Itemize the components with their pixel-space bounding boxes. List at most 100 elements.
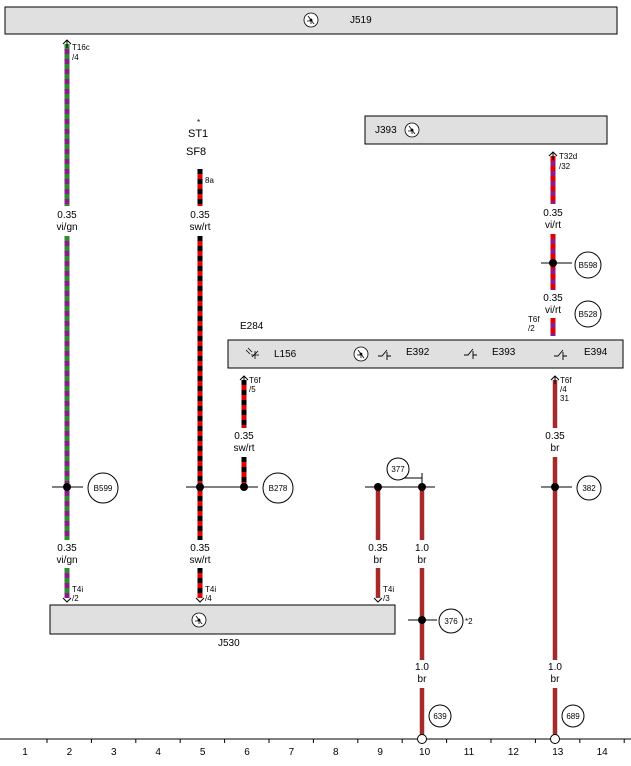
j530-label: J530 xyxy=(218,638,240,649)
node-b278[interactable]: B278 xyxy=(262,472,294,504)
scale-number: 3 xyxy=(111,747,117,758)
ground-point-689 xyxy=(550,734,560,744)
t4i-b-pin: /4 xyxy=(205,594,212,603)
control-unit-icon xyxy=(191,612,207,628)
t4i-a-pin: /2 xyxy=(72,594,79,603)
node-689[interactable]: 689 xyxy=(561,704,585,728)
wire-color: sw/rt xyxy=(189,222,210,233)
t6f-a-label: T6f xyxy=(528,315,540,324)
wire-color: br xyxy=(551,443,561,454)
wire-color: br xyxy=(551,674,561,685)
wire-size: 1.0 xyxy=(415,543,429,554)
scale-number: 4 xyxy=(155,747,161,758)
splice-dot xyxy=(551,483,559,491)
e284-label: E284 xyxy=(240,321,264,332)
wire-size: 0.35 xyxy=(545,431,565,442)
node-label: B528 xyxy=(579,310,598,319)
t32d-label: T32d xyxy=(559,152,577,161)
wire-color: br xyxy=(374,555,384,566)
scale-number: 5 xyxy=(200,747,206,758)
wire-color: vi/gn xyxy=(56,555,77,566)
st1-label: ST1 xyxy=(188,128,208,140)
sf8-pin: 8a xyxy=(205,176,214,185)
scale-number: 6 xyxy=(244,747,250,758)
splice-dot xyxy=(549,259,557,267)
scale-number: 11 xyxy=(464,747,475,758)
wire-size: 0.35 xyxy=(234,431,254,442)
node-376[interactable]: 376 xyxy=(438,608,464,634)
e393-label: E393 xyxy=(492,347,516,358)
node-label: 639 xyxy=(433,712,447,721)
sf8-label: SF8 xyxy=(186,146,206,158)
wire-size: 0.35 xyxy=(543,208,563,219)
wire-size: 0.35 xyxy=(368,543,388,554)
wire-size: 0.35 xyxy=(57,543,77,554)
j393-label: J393 xyxy=(375,125,397,136)
wire-color: sw/rt xyxy=(189,555,210,566)
t6f-a-pin: /2 xyxy=(528,324,535,333)
node-b599[interactable]: B599 xyxy=(87,472,119,504)
j519-control-unit[interactable]: J519 xyxy=(4,6,618,35)
node-label: 376 xyxy=(444,617,458,626)
node-b528[interactable]: B528 xyxy=(574,300,602,328)
wire-size: 1.0 xyxy=(548,662,562,673)
switch-module-box[interactable]: L156 E392 E393 E394 xyxy=(227,339,624,369)
scale-number: 8 xyxy=(333,747,339,758)
control-unit-icon xyxy=(353,346,369,362)
wire-color: vi/rt xyxy=(545,220,561,231)
wire-size: 0.35 xyxy=(190,543,210,554)
splice-dot xyxy=(418,483,426,491)
scale-number: 12 xyxy=(508,747,520,758)
j519-label: J519 xyxy=(350,15,372,26)
scale-number: 14 xyxy=(597,747,609,758)
scale-number: 7 xyxy=(289,747,295,758)
e392-label: E392 xyxy=(406,347,430,358)
splice-dot xyxy=(418,616,426,624)
node-b598[interactable]: B598 xyxy=(574,251,602,279)
t4i-c-pin: /3 xyxy=(383,594,390,603)
j393-control-unit[interactable]: J393 xyxy=(364,115,608,145)
control-unit-icon xyxy=(303,12,319,28)
scale-number: 1 xyxy=(22,747,28,758)
t4i-c-label: T4i xyxy=(383,585,394,594)
wire-color: sw/rt xyxy=(233,443,254,454)
scale-number: 9 xyxy=(377,747,383,758)
wire-size: 1.0 xyxy=(415,662,429,673)
node-label: 689 xyxy=(566,712,580,721)
control-unit-icon xyxy=(404,122,420,138)
ground-point-639 xyxy=(417,734,427,744)
t6f-b-pin: /5 xyxy=(249,385,256,394)
node-label: B278 xyxy=(269,484,288,493)
node-639[interactable]: 639 xyxy=(428,704,452,728)
t4i-a-label: T4i xyxy=(72,585,83,594)
e394-label: E394 xyxy=(584,347,608,358)
t6f-c-label: T6f xyxy=(560,376,572,385)
node-label: B598 xyxy=(579,261,598,270)
wire-color: vi/gn xyxy=(56,222,77,233)
splice-dot xyxy=(196,483,204,491)
l156-label: L156 xyxy=(274,349,297,360)
splice-dot xyxy=(63,483,71,491)
scale-number: 13 xyxy=(552,747,564,758)
t16c-pin: /4 xyxy=(72,53,79,62)
wire-labels: 0.35 vi/gn 0.35 sw/rt 0.35 vi/rt 0.35 vi… xyxy=(56,208,565,685)
splice-dot xyxy=(240,483,248,491)
t16c-label: T16c xyxy=(72,43,90,52)
t6f-c-pin1: /4 xyxy=(560,385,567,394)
node-376-note: *2 xyxy=(465,617,473,626)
node-377[interactable]: 377 xyxy=(386,457,410,481)
node-382[interactable]: 382 xyxy=(576,475,602,501)
node-label: B599 xyxy=(94,484,113,493)
t4i-b-label: T4i xyxy=(205,585,216,594)
splice-dot xyxy=(374,483,382,491)
pin-markers xyxy=(62,39,560,603)
t6f-b-label: T6f xyxy=(249,376,261,385)
wire-color: br xyxy=(418,674,428,685)
wire-color: vi/rt xyxy=(545,305,561,316)
wire-size: 0.35 xyxy=(57,210,77,221)
scale-number: 10 xyxy=(419,747,431,758)
j530-control-unit[interactable]: J530 xyxy=(49,604,396,649)
t6f-c-pin2: 31 xyxy=(560,394,569,403)
t32d-pin: /32 xyxy=(559,162,571,171)
